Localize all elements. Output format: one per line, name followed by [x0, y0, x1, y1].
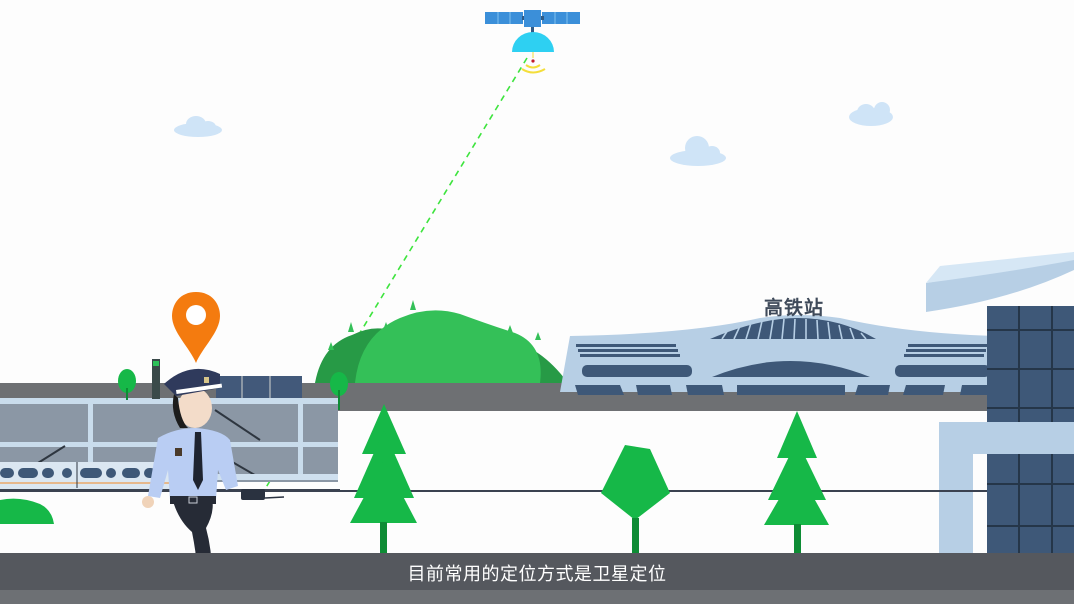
cloud-icon — [174, 116, 222, 137]
subtitle-bar — [0, 553, 1074, 590]
bush — [0, 498, 54, 524]
location-pin-icon — [172, 292, 220, 363]
tree-icon — [350, 404, 417, 554]
cloud-icon — [670, 136, 726, 166]
tree-icon — [601, 445, 670, 554]
rail-station-building — [560, 315, 1000, 395]
station-sign: 高铁站 — [764, 297, 825, 319]
signal-line — [261, 57, 528, 495]
satellite-icon — [485, 10, 580, 74]
ground-strip — [0, 590, 1074, 604]
police-officer-figure — [142, 368, 285, 590]
tree-icon — [330, 372, 348, 410]
subtitle-text: 目前常用的定位方式是卫星定位 — [407, 564, 667, 585]
hill — [315, 300, 568, 383]
foreground-building — [926, 252, 1074, 591]
tree-icon — [764, 411, 829, 554]
cloud-icon — [849, 102, 893, 126]
